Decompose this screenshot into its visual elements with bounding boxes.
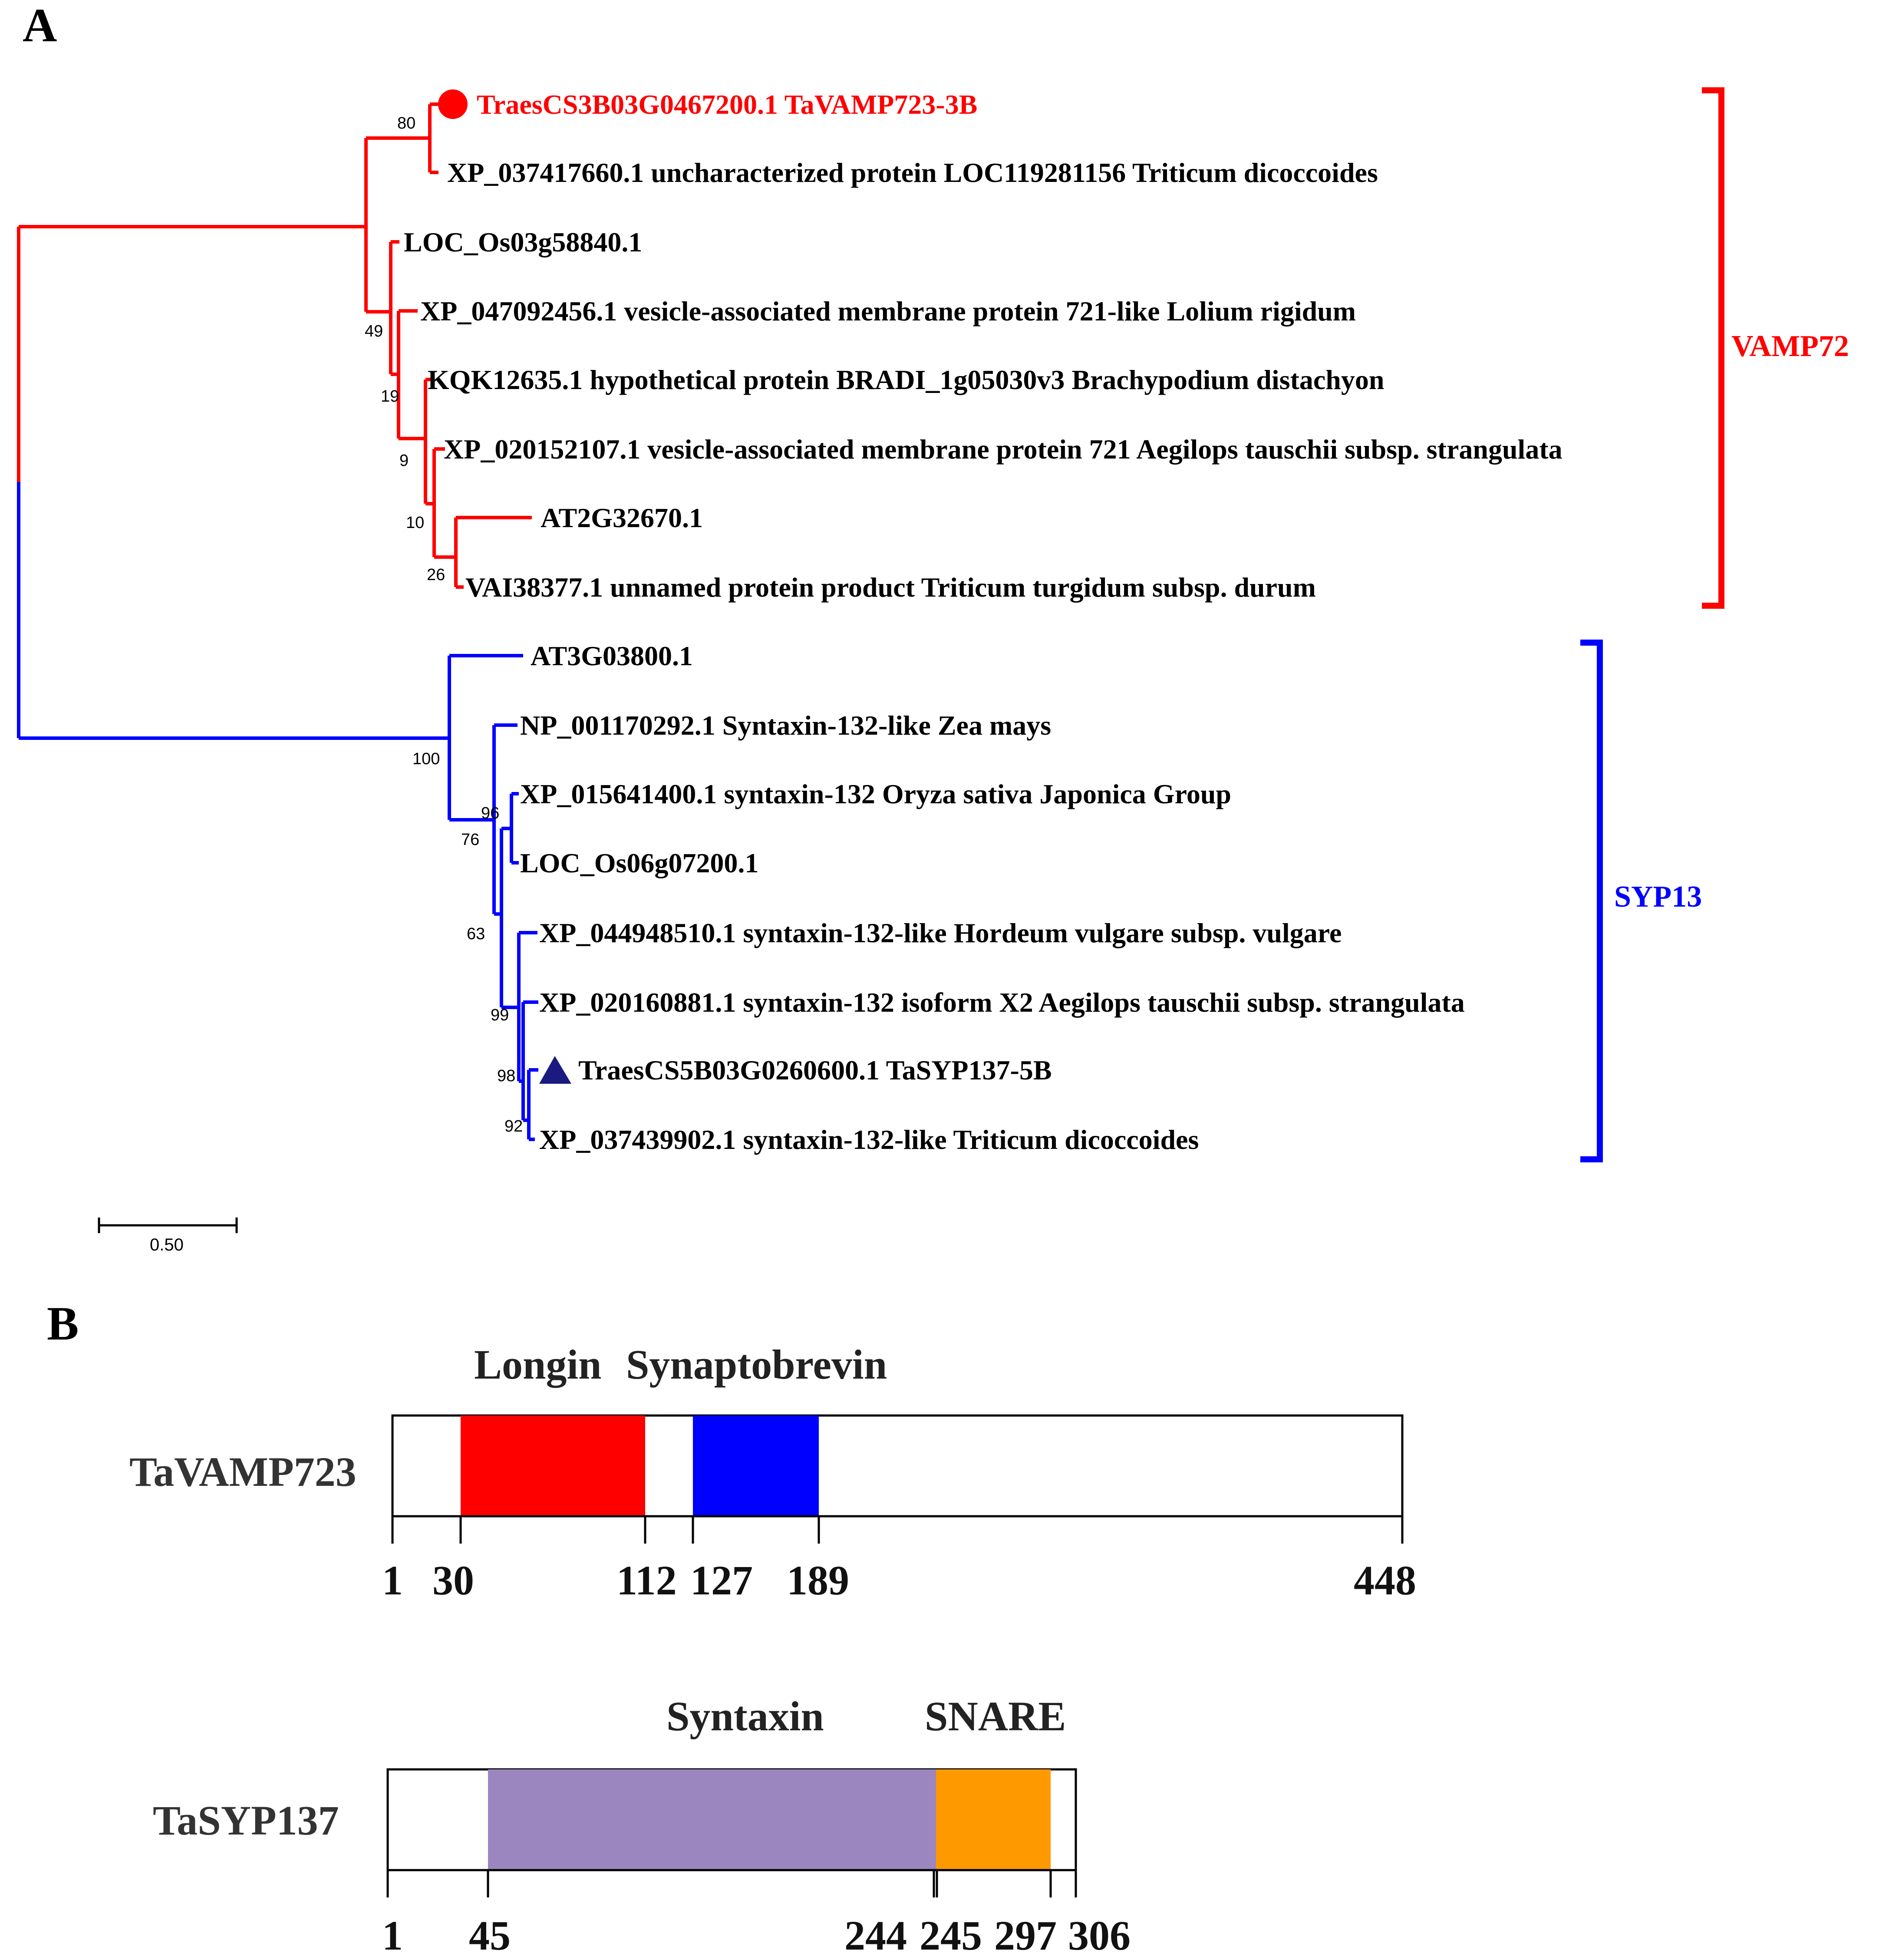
domain-box-syntaxin bbox=[488, 1769, 936, 1870]
bootstrap-value: 9 bbox=[399, 452, 409, 470]
scale-bar-label: 0.50 bbox=[150, 1235, 184, 1254]
leaf-label: NP_001170292.1 Syntaxin-132-like Zea may… bbox=[520, 710, 1051, 741]
position-label: 1 bbox=[382, 1557, 403, 1604]
panel-b: B Longin Synaptobrevin TaVAMP723 1 30 11… bbox=[47, 1297, 1416, 1959]
bootstrap-value: 26 bbox=[427, 566, 445, 584]
leaf-label: LOC_Os03g58840.1 bbox=[404, 227, 642, 257]
leaf-label: KQK12635.1 hypothetical protein BRADI_1g… bbox=[428, 364, 1384, 395]
bootstrap-value: 49 bbox=[365, 322, 383, 340]
bootstrap-value: 98 bbox=[497, 1067, 515, 1085]
leaf-label: AT3G03800.1 bbox=[531, 640, 693, 671]
domain-box-longin bbox=[461, 1416, 645, 1516]
clade-label-syp13: SYP13 bbox=[1614, 880, 1702, 914]
bootstrap-values: 80 49 19 9 10 26 100 96 76 63 99 98 92 bbox=[365, 114, 523, 1135]
bootstrap-value: 80 bbox=[397, 114, 415, 132]
bootstrap-value: 100 bbox=[412, 750, 440, 768]
leaf-label: XP_047092456.1 vesicle-associated membra… bbox=[420, 296, 1356, 327]
bootstrap-value: 76 bbox=[461, 831, 479, 849]
domain-box-synaptobrevin bbox=[693, 1416, 819, 1516]
position-label: 448 bbox=[1354, 1557, 1416, 1604]
position-label: 45 bbox=[469, 1912, 511, 1959]
scale-bar bbox=[98, 1218, 238, 1233]
leaf-label: XP_015641400.1 syntaxin-132 Oryza sativa… bbox=[520, 779, 1231, 809]
bootstrap-value: 96 bbox=[481, 804, 499, 822]
leaf-label: XP_037417660.1 uncharacterized protein L… bbox=[447, 157, 1378, 188]
tasyp137-highlight-triangle-icon bbox=[539, 1056, 571, 1084]
bootstrap-value: 19 bbox=[381, 387, 399, 406]
leaf-label: XP_037439902.1 syntaxin-132-like Triticu… bbox=[539, 1124, 1199, 1155]
bootstrap-value: 63 bbox=[467, 925, 485, 943]
panel-b-letter: B bbox=[47, 1297, 79, 1350]
position-label: 306 bbox=[1068, 1912, 1131, 1959]
protein-tasyp137: Syntaxin SNARE TaSYP137 1 45 244 245 297… bbox=[153, 1693, 1131, 1959]
bootstrap-value: 92 bbox=[504, 1117, 523, 1135]
position-label: 245 bbox=[920, 1912, 982, 1959]
leaf-label: VAI38377.1 unnamed protein product Triti… bbox=[465, 572, 1316, 603]
panel-a-letter: A bbox=[23, 0, 57, 52]
position-ticks bbox=[386, 1870, 1077, 1897]
leaf-label: AT2G32670.1 bbox=[541, 502, 703, 533]
domain-label: Longin bbox=[474, 1341, 601, 1388]
bootstrap-value: 10 bbox=[406, 514, 424, 532]
position-label: 1 bbox=[382, 1912, 403, 1959]
position-ticks bbox=[391, 1516, 1404, 1544]
position-label: 127 bbox=[690, 1557, 753, 1604]
vamp-leaf-labels: TraesCS3B03G0467200.1 TaVAMP723-3B XP_03… bbox=[404, 89, 1563, 603]
protein-tavamp723: Longin Synaptobrevin TaVAMP723 1 30 112 … bbox=[129, 1341, 1416, 1604]
leaf-label: XP_044948510.1 syntaxin-132-like Hordeum… bbox=[539, 917, 1342, 948]
bootstrap-value: 99 bbox=[491, 1006, 509, 1024]
position-label: 30 bbox=[432, 1557, 474, 1604]
panel-a: A bbox=[17, 0, 1849, 1254]
position-label: 189 bbox=[787, 1557, 849, 1604]
position-label: 112 bbox=[616, 1557, 677, 1604]
syp-clade-branches bbox=[17, 482, 538, 1141]
domain-box-snare bbox=[936, 1769, 1051, 1870]
domain-label: Syntaxin bbox=[666, 1693, 824, 1739]
domain-label: Synaptobrevin bbox=[626, 1341, 887, 1388]
domain-label: SNARE bbox=[925, 1693, 1066, 1739]
leaf-label: TraesCS5B03G0260600.1 TaSYP137-5B bbox=[578, 1055, 1052, 1086]
leaf-label: XP_020160881.1 syntaxin-132 isoform X2 A… bbox=[539, 987, 1465, 1018]
leaf-label: XP_020152107.1 vesicle-associated membra… bbox=[444, 434, 1563, 465]
leaf-label: TraesCS3B03G0467200.1 TaVAMP723-3B bbox=[477, 89, 977, 120]
tavamp723-highlight-circle-icon bbox=[438, 89, 468, 119]
clade-label-vamp72: VAMP72 bbox=[1731, 330, 1849, 363]
syp-leaf-labels: AT3G03800.1 NP_001170292.1 Syntaxin-132-… bbox=[520, 640, 1465, 1155]
protein-name: TaVAMP723 bbox=[129, 1449, 356, 1495]
position-label: 297 bbox=[994, 1912, 1057, 1959]
protein-name: TaSYP137 bbox=[153, 1797, 339, 1844]
position-label: 244 bbox=[844, 1912, 907, 1959]
syp-clade-bracket bbox=[1580, 640, 1603, 1162]
vamp-clade-branches bbox=[17, 102, 532, 589]
leaf-label: LOC_Os06g07200.1 bbox=[520, 848, 758, 878]
vamp-clade-bracket bbox=[1702, 87, 1724, 609]
